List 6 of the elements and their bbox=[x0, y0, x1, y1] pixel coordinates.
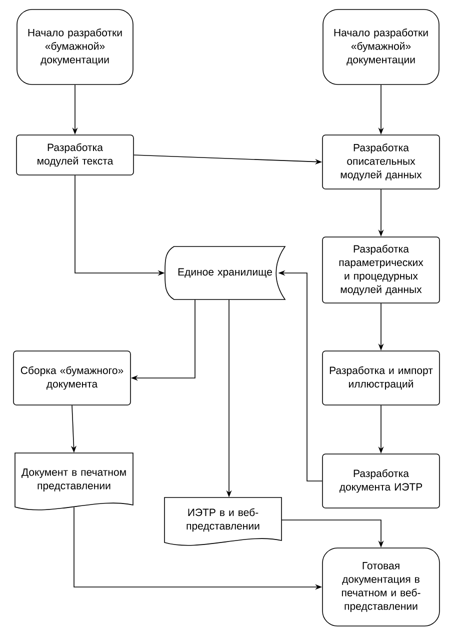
process-box: Разработка и импорт иллюстраций bbox=[322, 350, 440, 406]
process-box: Разработка документа ИЭТР bbox=[322, 454, 440, 508]
process-box: Сборка «бумажного» документа bbox=[13, 350, 131, 406]
process-box: Разработка модулей текста bbox=[16, 134, 134, 176]
process-box: Разработка описательных модулей данных bbox=[322, 134, 440, 190]
process-box: Разработка параметрических и процедурных модулей данных bbox=[322, 236, 440, 304]
